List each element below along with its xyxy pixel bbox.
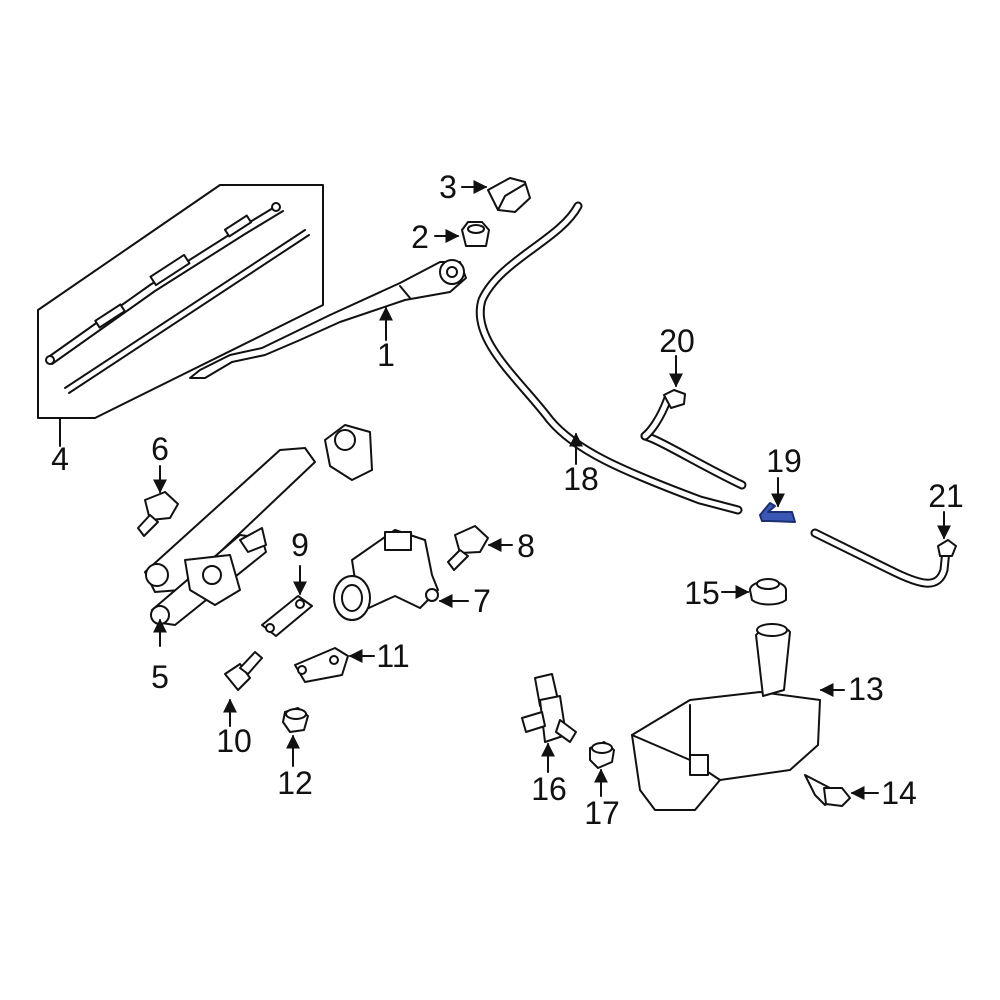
reservoir-bolt[interactable]: [804, 774, 851, 807]
callout-19: 19: [766, 443, 802, 479]
washer-hose-rear[interactable]: [810, 528, 957, 588]
callout-8: 8: [517, 528, 535, 564]
callout-16: 16: [531, 771, 567, 807]
grommet[interactable]: [282, 707, 309, 733]
callout-14: 14: [881, 775, 917, 811]
bracket-small[interactable]: [261, 595, 313, 637]
callout-7: 7: [473, 583, 491, 619]
callout-18: 18: [563, 461, 599, 497]
wiper-linkage[interactable]: [144, 424, 373, 626]
callout-13: 13: [848, 671, 884, 707]
washer-hose[interactable]: [475, 201, 747, 515]
washer-pump[interactable]: [521, 673, 577, 743]
washer-reservoir[interactable]: [631, 623, 821, 811]
callout-4: 4: [51, 441, 69, 477]
pump-grommet[interactable]: [589, 741, 615, 769]
callout-3: 3: [439, 169, 457, 205]
callout-6: 6: [151, 431, 169, 467]
callout-5: 5: [151, 659, 169, 695]
callout-labels: 1 2 3 4 5 6 7 8 9 10 11 12 13 14 15 16 1…: [51, 169, 964, 831]
wiper-arm[interactable]: [189, 259, 467, 379]
wiper-blade-kit[interactable]: [37, 184, 324, 419]
callout-21: 21: [928, 478, 964, 514]
callout-2: 2: [411, 219, 429, 255]
callout-9: 9: [291, 527, 309, 563]
bracket[interactable]: [294, 647, 349, 683]
leader-lines: [59, 180, 951, 800]
callout-1: 1: [377, 337, 395, 373]
callout-12: 12: [277, 765, 313, 801]
callout-11: 11: [376, 638, 409, 674]
callout-15: 15: [684, 575, 720, 611]
linkage-bolt[interactable]: [137, 491, 179, 537]
pivot-cap[interactable]: [487, 177, 531, 213]
motor-bolt[interactable]: [447, 525, 489, 571]
callout-10: 10: [216, 723, 252, 759]
pivot-nut[interactable]: [461, 221, 490, 247]
wiper-motor[interactable]: [333, 529, 439, 621]
callout-20: 20: [659, 323, 695, 359]
washer-nozzle-upper[interactable]: [640, 389, 686, 441]
callout-17: 17: [584, 795, 620, 831]
reservoir-cap[interactable]: [749, 578, 787, 606]
stud[interactable]: [224, 651, 263, 691]
